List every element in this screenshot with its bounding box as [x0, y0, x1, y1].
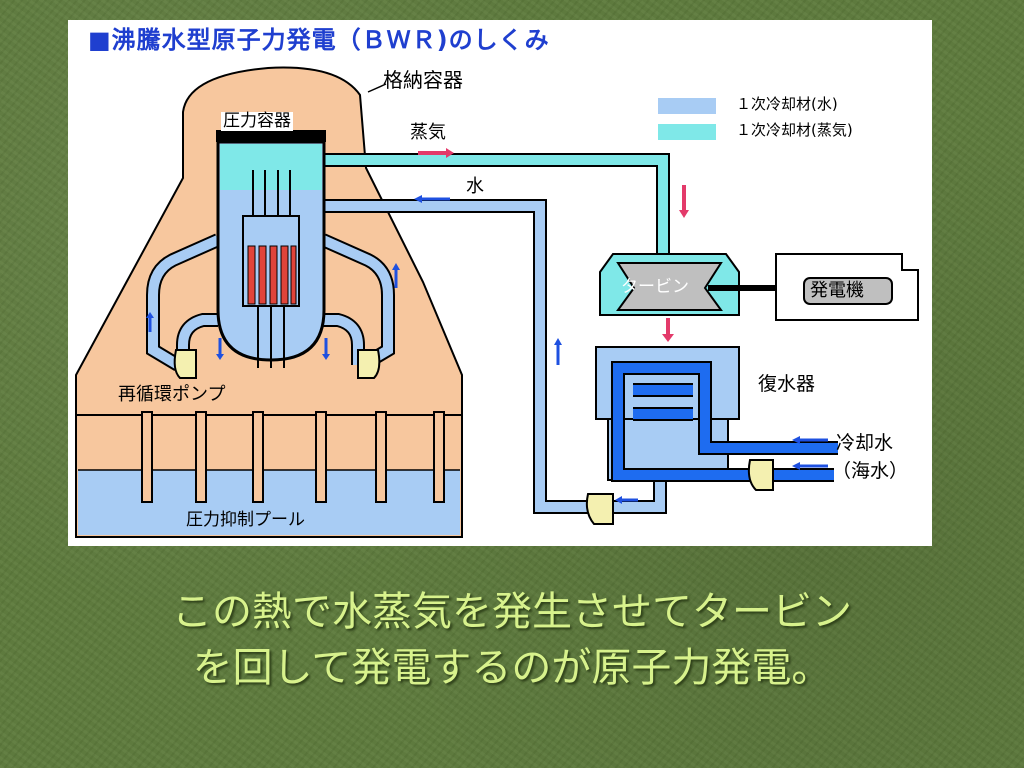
caption-line-2: を回して発電するのが原子力発電。	[192, 645, 832, 691]
legend-label-water: １次冷却材(水)	[736, 95, 838, 113]
containment-label: 格納容器	[383, 68, 463, 92]
condenser-label: 復水器	[758, 373, 816, 395]
turbine-label: タービン	[621, 277, 689, 297]
turbine	[616, 262, 723, 311]
cooling-water-label: 冷却水	[836, 432, 894, 454]
suppression-pool-label: 圧力抑制プール	[186, 510, 305, 530]
legend-swatch-water	[658, 98, 716, 114]
legend-swatch-steam	[658, 124, 716, 140]
vent-pipes	[141, 411, 445, 503]
pressure-vessel-label: 圧力容器	[221, 111, 293, 131]
bwr-diagram: ■沸騰水型原子力発電（ＢＷＲ)のしくみ 格納容器 圧力容器 蒸気 水 １次冷却材…	[68, 20, 932, 546]
feedwater-pump	[585, 493, 614, 525]
water-label: 水	[466, 176, 484, 197]
flow-arrows	[146, 148, 828, 504]
legend-label-steam: １次冷却材(蒸気)	[736, 121, 853, 139]
bwr-diagram-graphic	[75, 66, 919, 538]
generator-label: 発電機	[810, 280, 864, 301]
diagram-title: ■沸騰水型原子力発電（ＢＷＲ)のしくみ	[88, 26, 550, 54]
fuel-rods	[247, 245, 297, 305]
caption-line-1: この熱で水蒸気を発生させてタービン	[172, 589, 852, 635]
generator	[803, 277, 893, 305]
recirc-pump-right	[357, 349, 381, 379]
recirc-pump-label: 再循環ポンプ	[118, 384, 226, 405]
recirc-pump-left	[173, 349, 197, 379]
sea-water-label: （海水）	[832, 460, 909, 482]
seawater-pump	[747, 459, 774, 491]
steam-label: 蒸気	[410, 122, 446, 143]
